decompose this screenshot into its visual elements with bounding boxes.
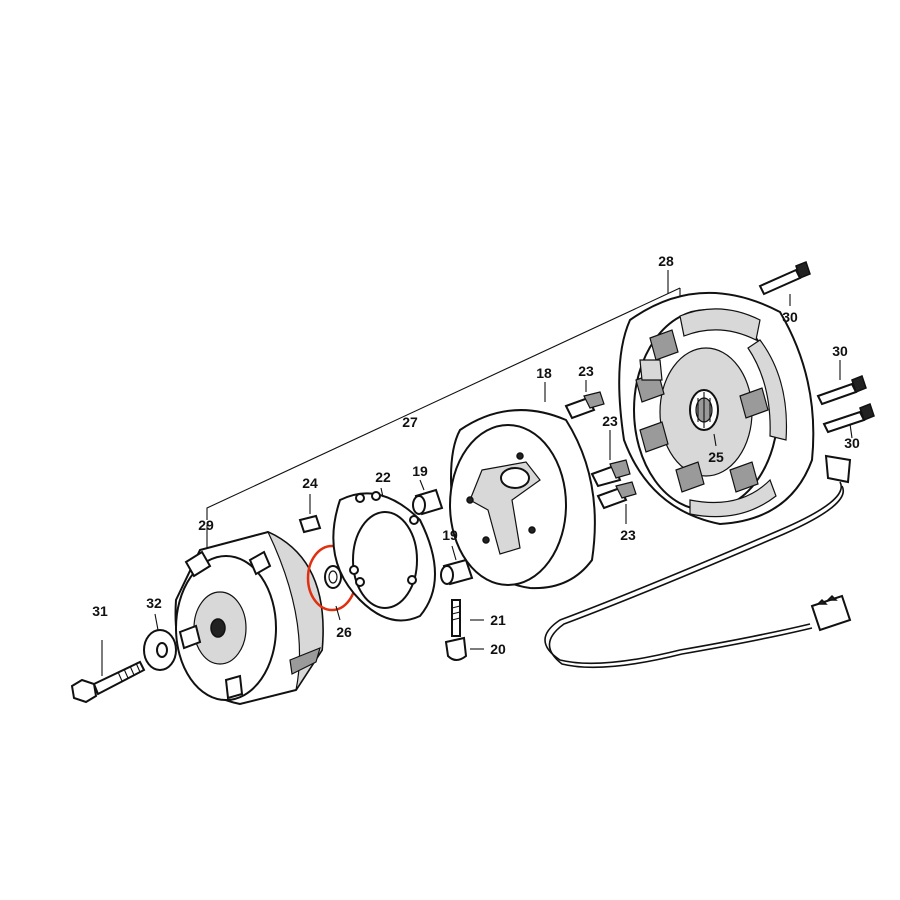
connector[interactable] — [810, 594, 852, 632]
wire-harness — [544, 454, 852, 669]
callout-23-middle: 23 — [602, 413, 618, 429]
callout-19-lower: 19 — [442, 527, 458, 543]
part-32-washer[interactable] — [143, 613, 177, 671]
part-31-bolt[interactable] — [70, 640, 146, 704]
callout-24: 24 — [302, 475, 318, 491]
callout-30-middle: 30 — [832, 343, 848, 359]
part-23-bolt-middle[interactable] — [590, 430, 631, 488]
callout-20: 20 — [490, 641, 506, 657]
callout-25: 25 — [708, 449, 724, 465]
callout-23-lower: 23 — [620, 527, 636, 543]
part-20-cap[interactable] — [444, 636, 484, 661]
part-30-screw-lower[interactable] — [822, 403, 875, 439]
callout-32: 32 — [146, 595, 162, 611]
part-25-bearing[interactable] — [689, 389, 719, 447]
callout-26: 26 — [336, 624, 352, 640]
callout-18: 18 — [536, 365, 552, 381]
callout-23-upper: 23 — [578, 363, 594, 379]
part-21-stud[interactable] — [451, 599, 484, 637]
callout-21: 21 — [490, 612, 506, 628]
part-18-flywheel[interactable] — [449, 382, 596, 590]
callout-30-top: 30 — [782, 309, 798, 325]
callout-29: 29 — [198, 517, 214, 533]
part-23-bolt-lower[interactable] — [596, 481, 637, 524]
callout-22: 22 — [375, 469, 391, 485]
part-24-pin[interactable] — [298, 494, 322, 534]
callout-27: 27 — [402, 414, 418, 430]
part-23-bolt-upper[interactable] — [564, 380, 605, 420]
assembly-bracket-27 — [206, 287, 681, 520]
part-19-roller-lower[interactable] — [440, 545, 474, 586]
part-22-plate[interactable] — [332, 487, 436, 622]
part-19-roller-upper[interactable] — [412, 479, 444, 516]
callout-31: 31 — [92, 603, 108, 619]
part-30-screw-middle[interactable] — [816, 360, 867, 406]
callout-28: 28 — [658, 253, 674, 269]
callout-30-lower: 30 — [844, 435, 860, 451]
callout-labels: 31 32 29 24 26 22 19 19 21 20 27 18 23 2… — [92, 253, 860, 657]
part-29-rotor[interactable] — [174, 525, 324, 706]
callout-19-upper: 19 — [412, 463, 428, 479]
part-30-screw-top[interactable] — [758, 261, 811, 306]
